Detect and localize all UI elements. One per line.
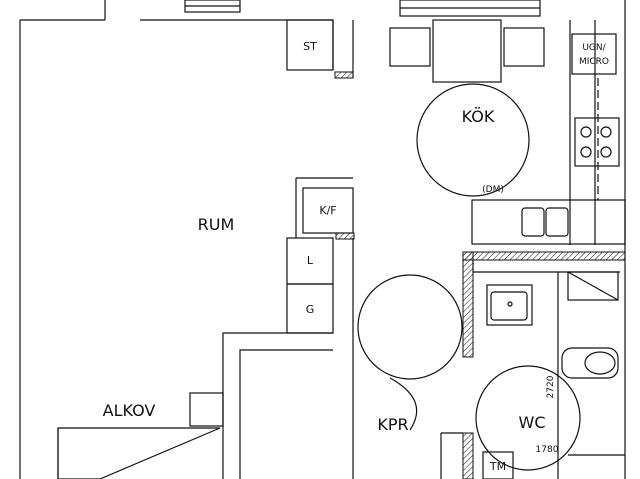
dim-wc-width: 1780 bbox=[536, 445, 559, 455]
bathroom-walls bbox=[462, 251, 626, 479]
room-alkov: ALKOV bbox=[103, 401, 156, 420]
room-rum: RUM bbox=[198, 215, 235, 234]
kitchen-counter: UGN/ MICRO bbox=[569, 20, 620, 245]
toilet bbox=[561, 347, 619, 379]
tm-label: TM bbox=[489, 460, 506, 473]
chair-left bbox=[389, 27, 431, 67]
door-swing bbox=[389, 377, 418, 431]
kf-label: K/F bbox=[319, 204, 336, 217]
room-kpr: KPR bbox=[377, 415, 408, 434]
wc-turning-circle bbox=[475, 365, 581, 471]
g-label: G bbox=[306, 303, 315, 316]
alkov-area bbox=[57, 332, 333, 479]
dim-wc-height: 2720 bbox=[546, 375, 556, 398]
storage-st: ST bbox=[286, 19, 334, 71]
wall-stub bbox=[334, 71, 354, 79]
room-wc: WC bbox=[519, 413, 546, 432]
st-label: ST bbox=[303, 40, 317, 53]
kitchen-sink-counter bbox=[471, 199, 626, 245]
kitchen-turning-circle bbox=[416, 83, 530, 197]
oven-micro bbox=[571, 33, 617, 75]
bath-shelf bbox=[567, 271, 619, 301]
dm-label: (DM) bbox=[482, 185, 504, 195]
hall-turning-circle bbox=[357, 274, 463, 380]
washbasin bbox=[486, 284, 533, 326]
washing-machine: TM bbox=[440, 432, 514, 479]
ugn-label-1: UGN/ bbox=[582, 43, 606, 53]
room-kok: KÖK bbox=[462, 107, 495, 126]
window-top-right bbox=[399, 0, 541, 17]
window-top-left bbox=[184, 0, 241, 13]
chair-right bbox=[503, 27, 545, 67]
stove bbox=[574, 117, 620, 167]
dining-table bbox=[389, 19, 545, 83]
wardrobes: K/F L G bbox=[286, 177, 355, 479]
l-label: L bbox=[307, 254, 314, 267]
ugn-label-2: MICRO bbox=[579, 57, 609, 67]
